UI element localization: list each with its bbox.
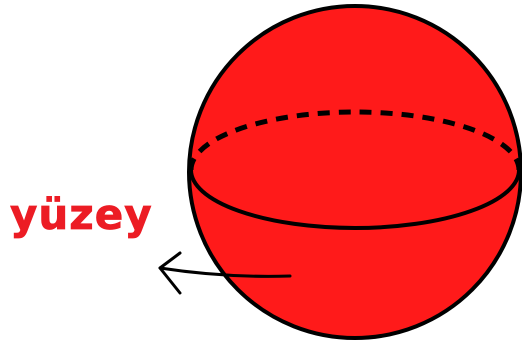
pointer-arrowhead	[160, 253, 180, 293]
surface-label: yüzey	[10, 194, 153, 236]
sphere-body	[189, 6, 521, 338]
